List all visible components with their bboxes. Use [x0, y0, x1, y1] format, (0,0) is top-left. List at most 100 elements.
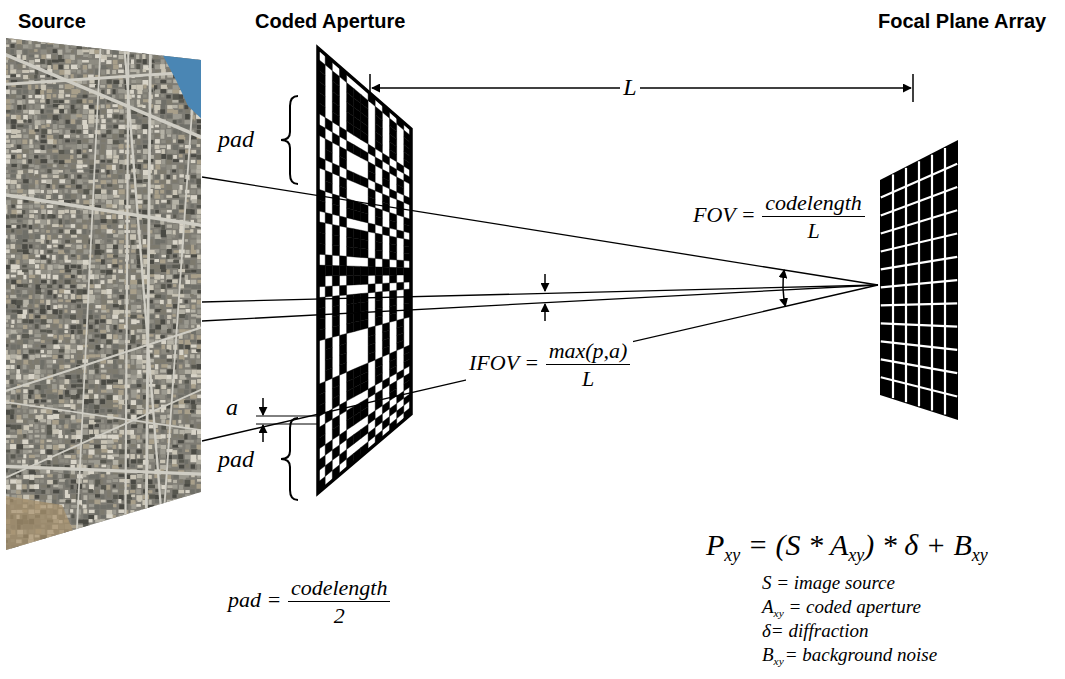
photo-texture — [34, 150, 41, 153]
photo-texture — [58, 105, 64, 109]
photo-texture — [203, 309, 209, 314]
photo-texture — [35, 144, 39, 148]
photo-texture — [59, 175, 65, 180]
photo-texture — [148, 44, 152, 47]
photo-texture — [10, 214, 16, 218]
photo-texture — [71, 245, 76, 249]
photo-texture — [101, 259, 105, 264]
photo-texture — [197, 264, 201, 269]
photo-texture — [11, 124, 15, 129]
photo-texture — [130, 280, 137, 285]
photo-texture — [119, 310, 124, 314]
photo-texture — [65, 300, 71, 303]
photo-texture — [59, 150, 65, 154]
photo-texture — [119, 319, 124, 322]
photo-texture — [185, 280, 190, 284]
photo-texture — [149, 290, 154, 293]
photo-texture — [35, 125, 38, 129]
photo-texture — [29, 249, 33, 253]
photo-texture — [77, 95, 83, 98]
photo-texture — [16, 294, 21, 297]
photo-texture — [41, 115, 47, 119]
photo-texture — [53, 275, 59, 280]
photo-texture — [10, 49, 14, 54]
photo-texture — [71, 275, 75, 278]
photo-texture — [202, 180, 207, 184]
photo-texture — [119, 285, 124, 290]
photo-texture — [166, 304, 172, 307]
photo-texture — [53, 205, 56, 210]
photo-texture — [11, 90, 16, 94]
photo-texture — [64, 40, 70, 44]
photo-texture — [155, 200, 159, 204]
photo-texture — [161, 124, 166, 129]
photo-texture — [5, 200, 11, 205]
photo-texture — [58, 195, 62, 199]
photo-texture — [101, 59, 105, 62]
photo-texture — [11, 119, 17, 124]
photo-texture — [179, 45, 183, 50]
photo-texture — [83, 95, 88, 98]
photo-texture — [112, 214, 116, 219]
photo-texture — [101, 180, 107, 184]
photo-texture — [58, 94, 64, 98]
photo-texture — [137, 174, 141, 177]
photo-texture — [95, 125, 101, 128]
photo-texture — [107, 174, 111, 177]
photo-texture — [113, 310, 120, 315]
photo-texture — [58, 250, 65, 254]
photo-texture — [52, 280, 56, 285]
photo-texture — [185, 225, 190, 228]
photo-texture — [106, 130, 111, 135]
photo-texture — [106, 150, 112, 155]
photo-texture — [143, 45, 148, 50]
photo-texture — [22, 244, 27, 249]
photo-texture — [203, 155, 210, 159]
photo-texture — [161, 149, 164, 154]
photo-texture — [178, 139, 184, 143]
photo-texture — [71, 224, 75, 228]
photo-texture — [142, 105, 145, 108]
photo-texture — [155, 269, 161, 272]
photo-texture — [154, 265, 161, 269]
photo-texture — [64, 55, 71, 59]
photo-texture — [173, 145, 178, 150]
photo-texture — [113, 300, 116, 303]
photo-texture — [59, 179, 65, 183]
photo-texture — [77, 249, 84, 252]
photo-texture — [94, 300, 100, 305]
photo-texture — [47, 225, 51, 230]
photo-texture — [203, 305, 209, 310]
photo-texture — [130, 69, 137, 72]
photo-texture — [53, 235, 56, 239]
photo-texture — [113, 294, 117, 297]
photo-texture — [29, 295, 33, 299]
photo-texture — [53, 160, 57, 163]
photo-texture — [154, 170, 157, 175]
photo-texture — [142, 124, 148, 129]
photo-texture — [106, 170, 109, 175]
photo-texture — [131, 300, 135, 303]
photo-texture — [35, 69, 38, 74]
photo-texture — [89, 110, 95, 114]
photo-texture — [167, 80, 172, 83]
photo-texture — [71, 100, 77, 104]
photo-texture — [119, 45, 124, 50]
photo-texture — [71, 194, 76, 198]
photo-texture — [41, 209, 46, 214]
photo-texture — [77, 65, 80, 68]
photo-texture — [40, 140, 46, 143]
photo-texture — [40, 235, 44, 240]
photo-texture — [52, 300, 57, 303]
photo-texture — [71, 95, 78, 98]
photo-texture — [106, 215, 111, 219]
photo-texture — [185, 245, 190, 250]
photo-texture — [196, 179, 201, 184]
photo-texture — [53, 135, 57, 138]
photo-texture — [35, 264, 39, 268]
photo-texture — [70, 250, 75, 255]
photo-texture — [71, 254, 75, 257]
photo-texture — [4, 140, 9, 143]
photo-ground — [0, 30, 205, 555]
photo-texture — [95, 40, 100, 43]
